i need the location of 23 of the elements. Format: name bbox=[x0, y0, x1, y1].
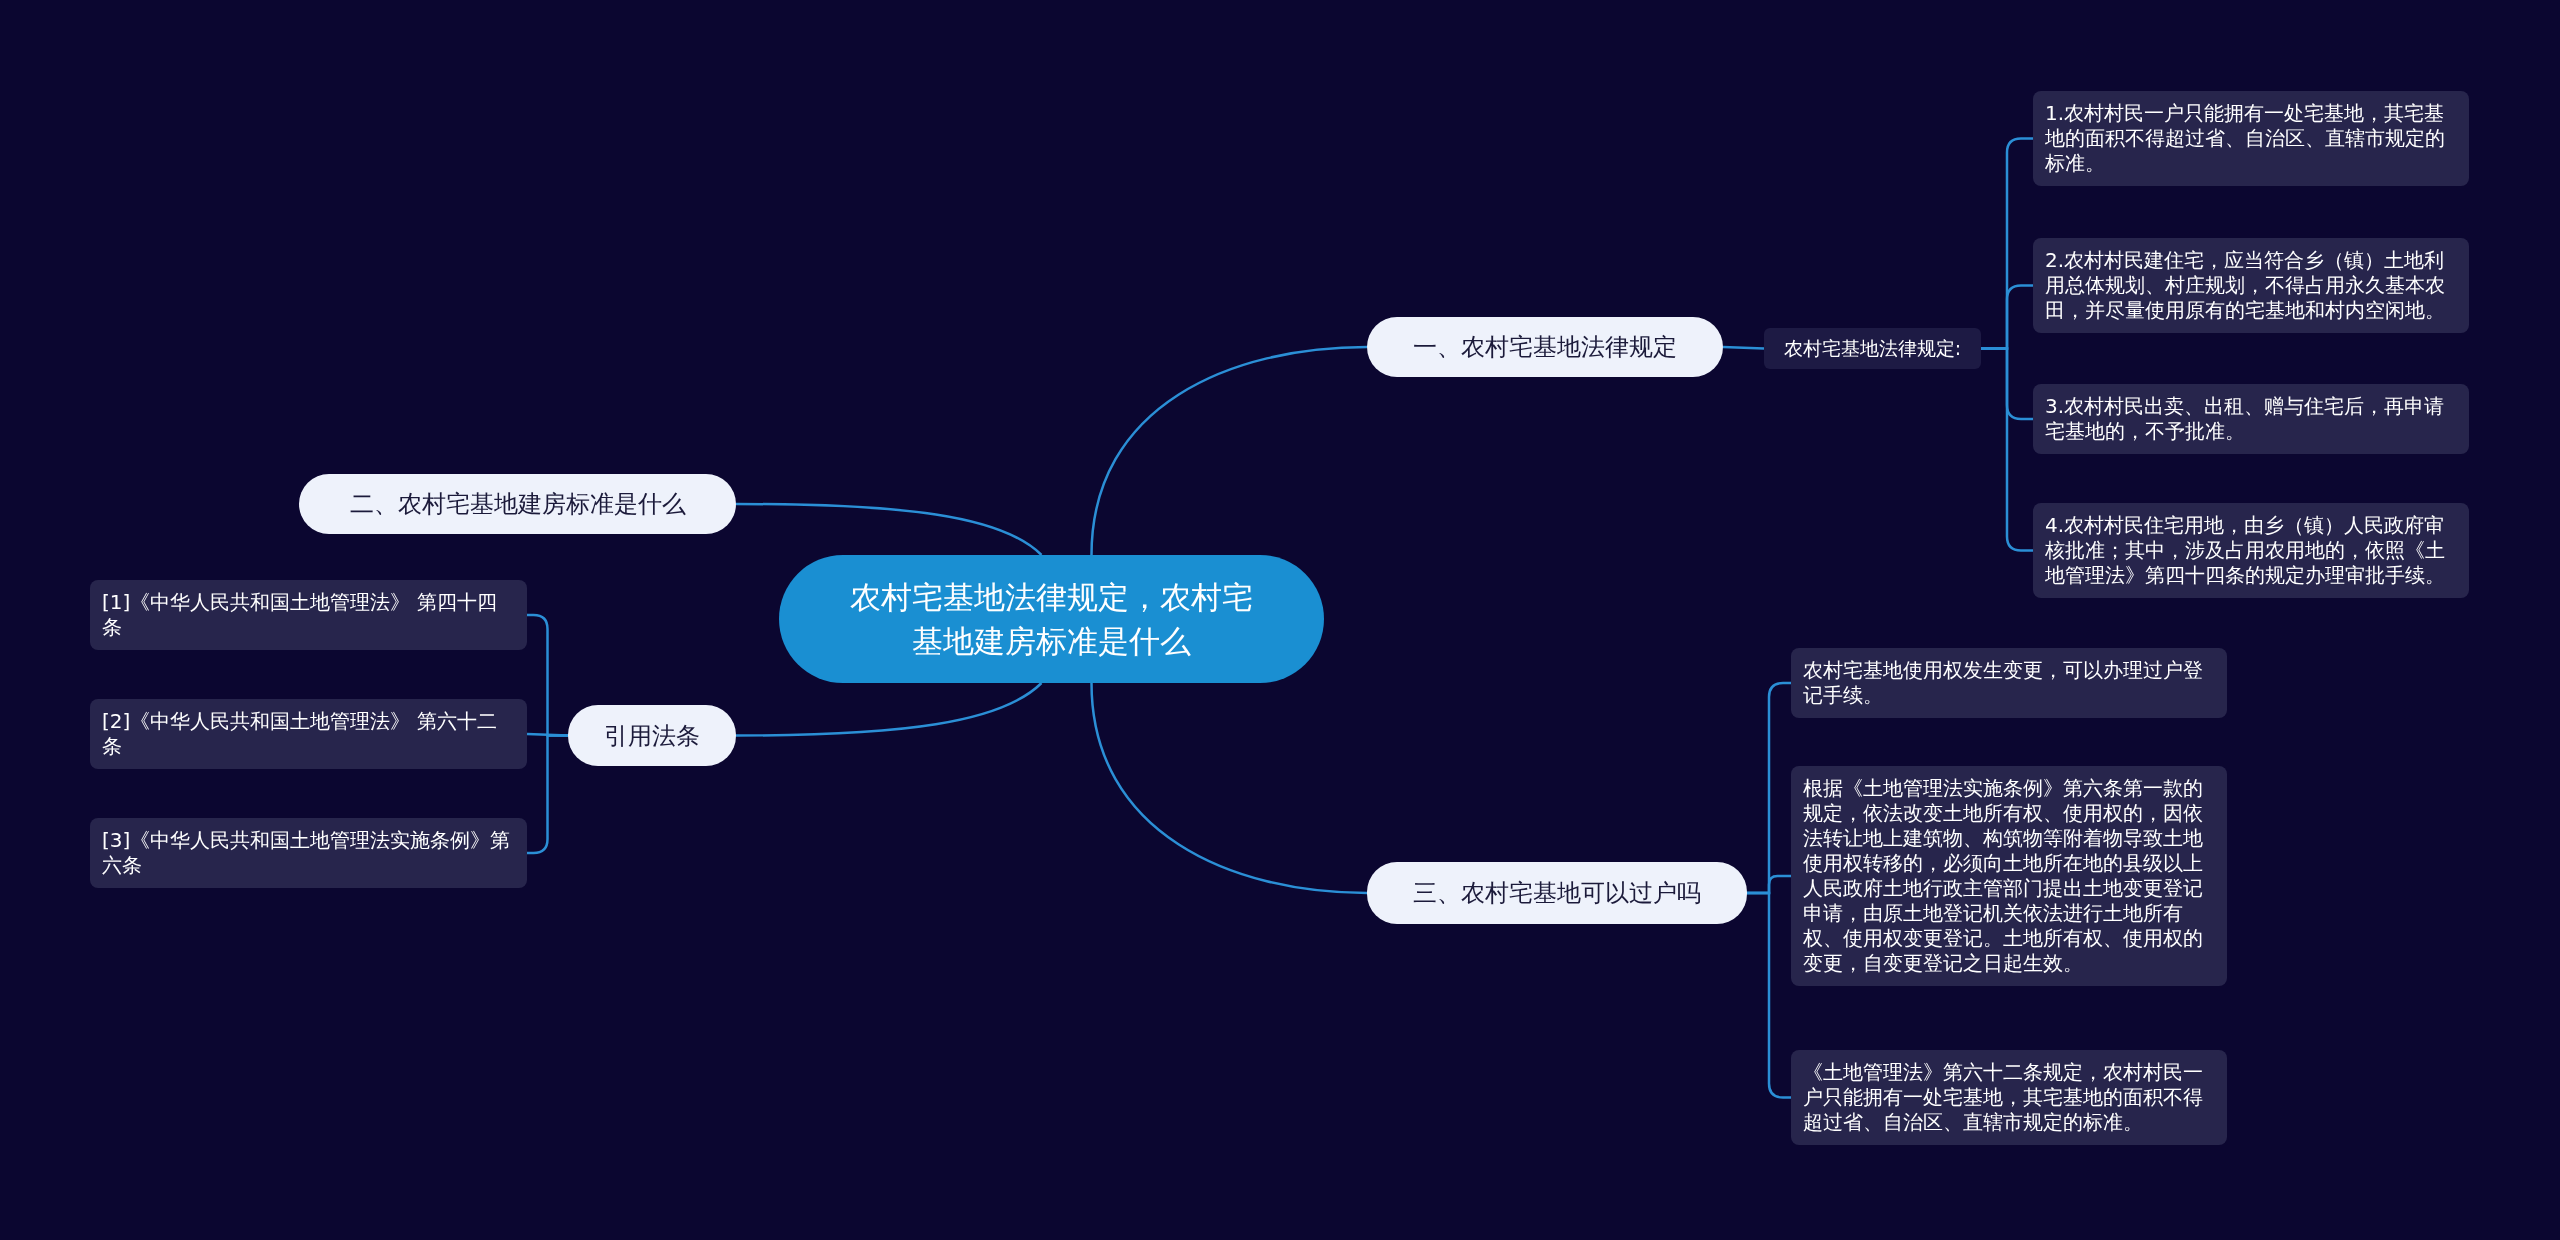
connector-line bbox=[1722, 345, 1765, 350]
connector-line bbox=[1090, 345, 1368, 556]
topic-box: 二、农村宅基地建房标准是什么 bbox=[299, 474, 736, 534]
note-box: 1.农村村民一户只能拥有一处宅基地，其宅基地的面积不得超过省、自治区、直辖市规定的标准。 bbox=[2033, 91, 2469, 186]
note-box: [1]《中华人民共和国土地管理法》 第四十四条 bbox=[90, 580, 527, 650]
connector-line bbox=[527, 734, 568, 855]
note-box: [3]《中华人民共和国土地管理法实施条例》第六条 bbox=[90, 818, 527, 888]
topic-box: 引用法条 bbox=[568, 705, 736, 766]
topic-box: 一、农村宅基地法律规定 bbox=[1367, 317, 1723, 377]
connector-line bbox=[1090, 682, 1368, 895]
note-box: 《土地管理法》第六十二条规定，农村村民一户只能拥有一处宅基地，其宅基地的面积不得超过省、自治区、直辖市规定的标准。 bbox=[1791, 1050, 2227, 1145]
connector-line bbox=[1747, 891, 1791, 1099]
note-box: 根据《土地管理法实施条例》第六条第一款的规定，依法改变土地所有权、使用权的，因依法转让地上建筑物、构筑物等附着物导致土地使用权转移的，必须向土地所在地的县级以上人民政府土地行政主管部门提出土地变更登记申请，由原土地登记机关依法进行土地所有权、使用权变更登记。土地所有权、使用权的变更，自变更登记之日起生效。 bbox=[1791, 766, 2227, 986]
topic-box: 三、农村宅基地可以过户吗 bbox=[1367, 862, 1747, 924]
connector-line bbox=[736, 682, 1043, 737]
central-topic-box: 农村宅基地法律规定，农村宅基地建房标准是什么 bbox=[779, 555, 1324, 683]
subtopic-box: 农村宅基地法律规定: bbox=[1764, 328, 1981, 369]
note-box: 3.农村村民出卖、出租、赠与住宅后，再申请宅基地的，不予批准。 bbox=[2033, 384, 2469, 454]
note-box: [2]《中华人民共和国土地管理法》 第六十二条 bbox=[90, 699, 527, 769]
connector-line bbox=[736, 502, 1043, 556]
note-box: 2.农村村民建住宅，应当符合乡（镇）土地利用总体规划、村庄规划，不得占用永久基本农田，并尽量使用原有的宅基地和村内空闲地。 bbox=[2033, 238, 2469, 333]
note-box: 4.农村村民住宅用地，由乡（镇）人民政府审核批准；其中，涉及占用农用地的，依照《土地管理法》第四十四条的规定办理审批手续。 bbox=[2033, 503, 2469, 598]
note-box: 农村宅基地使用权发生变更，可以办理过户登记手续。 bbox=[1791, 648, 2227, 718]
